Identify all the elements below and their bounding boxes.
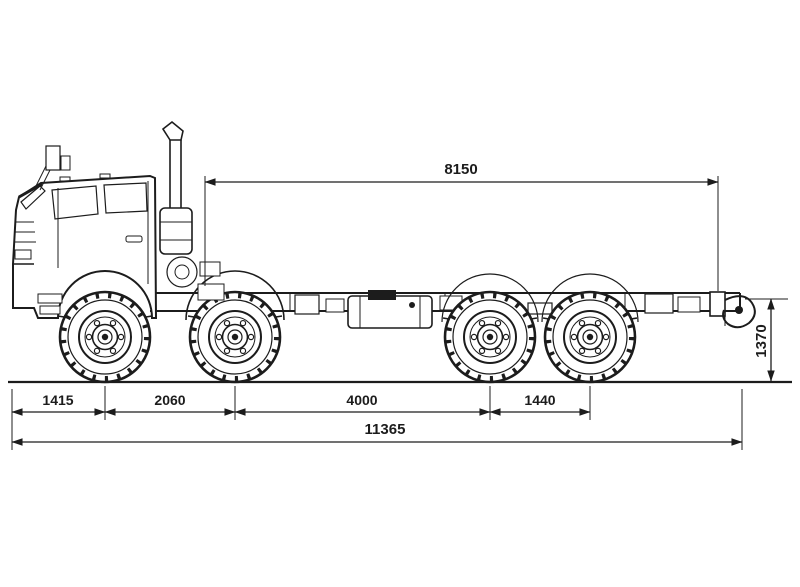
cab-step-lower [39,305,61,315]
roof-marker-1 [59,176,71,182]
exhaust-stack [159,120,225,301]
rear-side-window [103,182,148,214]
roof-marker-2 [99,173,111,179]
wheel-3 [445,292,535,382]
dim-axle-row: 1415 2060 4000 1440 [11,386,743,450]
wheel-2 [190,292,280,382]
wheel-1 [60,292,150,382]
behind-cab-box-1 [197,283,225,301]
muffler [159,207,193,255]
rear-hitch [709,291,756,329]
rear-box-1 [644,293,674,314]
headlight [14,249,32,260]
dim-label-2060: 2060 [154,392,185,408]
dim-11365: 11365 [11,421,743,446]
bogie-pivot [527,302,553,315]
door-window [51,185,99,220]
wheel-4 [545,292,635,382]
dim-label-11365: 11365 [365,421,406,438]
battery-box [294,294,320,315]
fender-axle-4 [541,273,639,323]
dim-8150: 8150 [204,161,719,291]
sun-visor [18,182,43,199]
air-cleaner [166,256,198,288]
dim-1370: 1370 [745,298,788,382]
dim-label-4000: 4000 [346,392,377,408]
air-tank [325,298,345,313]
windshield [20,185,46,210]
tank-bracket [368,290,396,300]
fender-axle-3 [441,273,539,323]
fuel-tank [347,295,433,329]
behind-cab-box-2 [199,261,221,277]
cab-silhouette [12,174,158,319]
dim-label-1370: 1370 [753,324,770,357]
door-handle [125,235,143,243]
fender-axle-2 [185,270,285,321]
chassis-frame [57,290,741,329]
cab-step-upper [37,293,63,304]
truck-cab [12,145,158,319]
exhaust-cap [161,120,184,141]
dim-label-1440: 1440 [524,392,555,408]
dim-label-8150: 8150 [444,161,477,178]
filler-cap [409,302,415,308]
dim-label-1415: 1415 [42,392,73,408]
truck-drawing [8,120,792,382]
mirror-small [60,155,71,171]
mirror [45,145,61,171]
rear-box-2 [677,296,701,313]
